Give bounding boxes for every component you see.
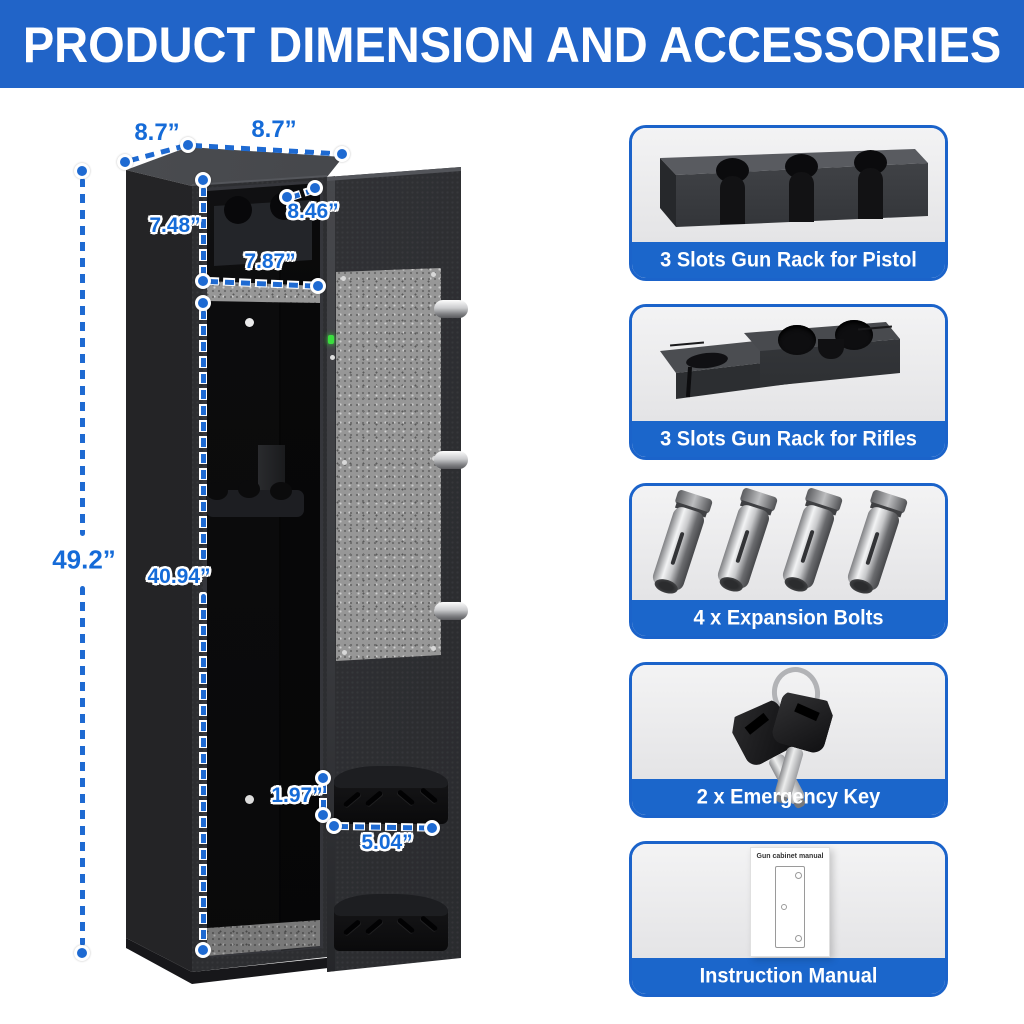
card-label: 2 x Emergency Key (696, 784, 881, 809)
card-label: Instruction Manual (699, 963, 878, 988)
rifle-rack-icon (632, 307, 945, 421)
fabric-pin (431, 646, 436, 651)
instruction-manual-icon: Gun cabinet manual (632, 844, 945, 958)
pistol-rack-notch (224, 196, 252, 224)
dim-dot (195, 295, 211, 311)
dim-dot (307, 180, 323, 196)
card-label: 4 x Expansion Bolts (693, 605, 884, 630)
expansion-bolts-icon (632, 486, 945, 600)
fabric-pin (341, 276, 346, 281)
page-title: PRODUCT DIMENSION AND ACCESSORIES (22, 15, 1002, 73)
card-label-bar: Instruction Manual (632, 958, 945, 994)
dim-label-outer-height: 49.2” (52, 544, 116, 575)
dim-line-top-compartment (201, 187, 206, 275)
emergency-keys-icon (632, 665, 945, 810)
rack-front-notch (818, 339, 844, 359)
expansion-bolt (842, 488, 909, 599)
dim-dot (180, 137, 196, 153)
interior-back-corner (279, 200, 281, 930)
accessory-card-emergency-keys: 2 x Emergency Key (629, 662, 948, 818)
dim-dot (326, 818, 342, 834)
card-label: 3 Slots Gun Rack for Rifles (660, 426, 917, 451)
rifle-rest-scallop (270, 482, 292, 500)
accessory-card-rifle-rack: 3 Slots Gun Rack for Rifles (629, 304, 948, 460)
dim-dot (74, 945, 90, 961)
rack-slot-channel (789, 172, 814, 222)
dim-label-inner-width: 7.87” (244, 250, 296, 273)
header-banner: PRODUCT DIMENSION AND ACCESSORIES (0, 0, 1024, 88)
dim-dot (195, 172, 211, 188)
dim-dot (334, 146, 350, 162)
drawing-hinge-circle (795, 935, 802, 942)
expansion-bolt (777, 486, 844, 597)
card-label-bar: 2 x Emergency Key (632, 779, 945, 815)
dim-label-depth-top: 8.7” (134, 119, 180, 146)
dim-dot (74, 163, 90, 179)
fabric-pin (342, 460, 347, 465)
accessory-card-instruction-manual: Gun cabinet manual Instruction Manual (629, 841, 948, 997)
accessory-card-expansion-bolts: 4 x Expansion Bolts (629, 483, 948, 639)
dim-label-pocket-height: 1.97” (271, 784, 323, 807)
rifle-rest-scallop (206, 482, 228, 500)
card-label: 3 Slots Gun Rack for Pistol (660, 247, 917, 272)
rack-groove (669, 341, 705, 347)
dim-dot (117, 154, 133, 170)
drawing-hinge-circle (795, 872, 802, 879)
dim-label-top-compartment: 7.48” (149, 214, 201, 237)
dim-dot (310, 278, 326, 294)
dim-line-outer-height-a (80, 178, 85, 536)
dim-dot (315, 807, 331, 823)
dim-label-inner-depth: 8.46” (287, 200, 339, 223)
drawing-lock-dot (781, 904, 787, 910)
dim-label-pocket-width: 5.04” (361, 831, 413, 854)
rack-side-face (660, 158, 676, 227)
dim-dot (195, 942, 211, 958)
fabric-pin (342, 650, 347, 655)
door-pocket-lip (334, 894, 448, 916)
dim-line-inner-height-a (201, 310, 206, 560)
rifle-rest-scallop (238, 480, 260, 498)
dim-line-inner-height-b (201, 594, 206, 943)
dim-label-width-top: 8.7” (251, 116, 297, 143)
dim-dot (279, 189, 295, 205)
screw-hole (245, 318, 254, 327)
screw-hole (245, 795, 254, 804)
dim-label-inner-height: 40.94” (147, 565, 211, 588)
locking-bolt (434, 602, 468, 620)
rack-slot-channel (720, 176, 745, 224)
expansion-bolt (647, 488, 714, 599)
door-pocket-lip (334, 766, 448, 788)
expansion-bolt (712, 486, 779, 597)
locking-bolt (434, 300, 468, 318)
dim-line-pocket-height (321, 784, 326, 810)
manual-sheet: Gun cabinet manual (750, 847, 830, 957)
rifle-barrel-hole (778, 325, 816, 355)
dim-line-outer-height-b (80, 586, 85, 946)
manual-cabinet-drawing (775, 866, 805, 948)
card-label-bar: 3 Slots Gun Rack for Pistol (632, 242, 945, 278)
dim-dot (195, 273, 211, 289)
card-label-bar: 4 x Expansion Bolts (632, 600, 945, 636)
locking-bolt (434, 451, 468, 469)
fabric-pin (431, 272, 436, 277)
accessory-card-pistol-rack: 3 Slots Gun Rack for Pistol (629, 125, 948, 281)
door-led-indicator (328, 335, 334, 344)
dim-dot (315, 770, 331, 786)
door-sensor-dot (330, 355, 335, 360)
pistol-rack-icon (632, 128, 945, 242)
card-label-bar: 3 Slots Gun Rack for Rifles (632, 421, 945, 457)
dim-dot (424, 820, 440, 836)
manual-title: Gun cabinet manual (756, 853, 824, 860)
rack-slot-channel (858, 168, 883, 219)
